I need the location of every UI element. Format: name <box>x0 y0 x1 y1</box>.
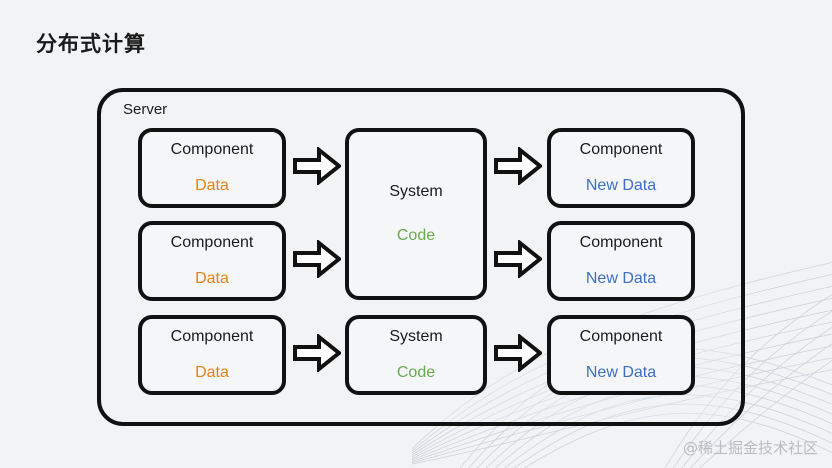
component-subtitle: Data <box>195 364 229 381</box>
component-title: Component <box>579 234 663 252</box>
component-subtitle: New Data <box>585 177 657 194</box>
page-title: 分布式计算 <box>36 33 146 56</box>
component-box-right-3[interactable]: Component New Data <box>547 315 695 395</box>
component-title: Component <box>579 328 663 346</box>
component-title: Component <box>170 234 254 252</box>
right-block-arrow-1[interactable] <box>293 147 341 185</box>
component-box-left-3[interactable]: Component Data <box>138 315 286 395</box>
right-block-arrow-2[interactable] <box>494 147 542 185</box>
component-box-left-2[interactable]: Component Data <box>138 221 286 301</box>
component-box-right-2[interactable]: Component New Data <box>547 221 695 301</box>
system-title: System <box>389 328 443 346</box>
component-subtitle: Data <box>195 177 229 194</box>
system-subtitle: Code <box>396 227 436 244</box>
system-title: System <box>389 183 443 201</box>
system-box-tall[interactable]: System Code <box>345 128 487 300</box>
right-block-arrow-5[interactable] <box>293 334 341 372</box>
component-subtitle: Data <box>195 270 229 287</box>
component-title: Component <box>170 328 254 346</box>
component-subtitle: New Data <box>585 270 657 287</box>
system-subtitle: Code <box>396 364 436 381</box>
right-block-arrow-6[interactable] <box>494 334 542 372</box>
component-title: Component <box>170 141 254 159</box>
component-box-left-1[interactable]: Component Data <box>138 128 286 208</box>
right-block-arrow-4[interactable] <box>494 240 542 278</box>
right-block-arrow-3[interactable] <box>293 240 341 278</box>
component-box-right-1[interactable]: Component New Data <box>547 128 695 208</box>
system-box-short[interactable]: System Code <box>345 315 487 395</box>
component-title: Component <box>579 141 663 159</box>
server-label: Server <box>123 101 168 118</box>
watermark: @稀土掘金技术社区 <box>682 439 818 457</box>
component-subtitle: New Data <box>585 364 657 381</box>
